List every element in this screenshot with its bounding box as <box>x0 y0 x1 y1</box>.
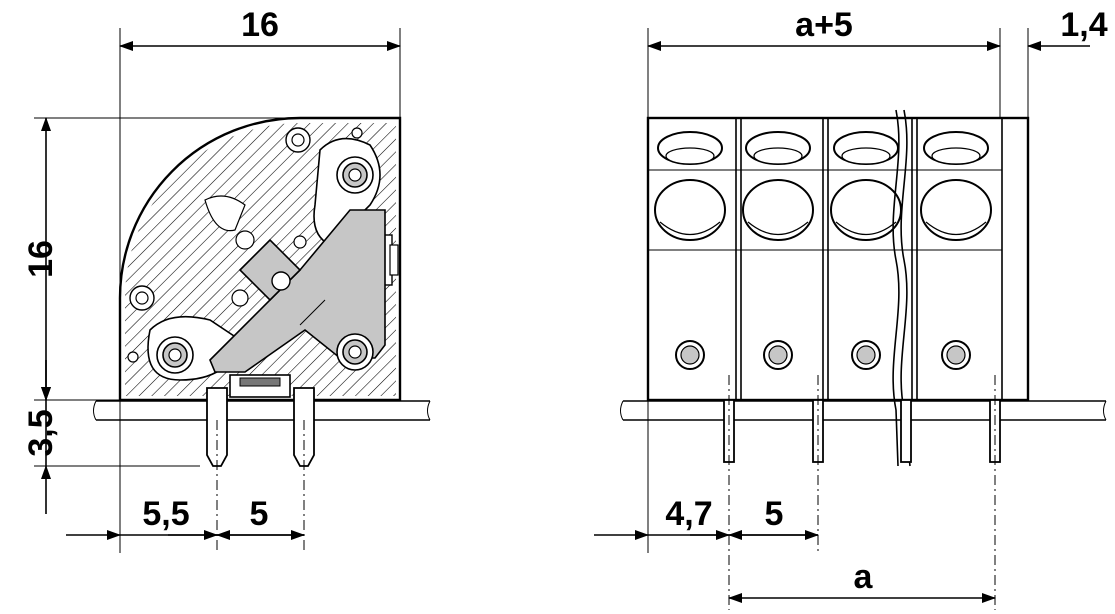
break-line <box>892 109 911 467</box>
first-pin-offset-label: 5,5 <box>142 495 189 533</box>
pin-length-label: 3,5 <box>22 409 60 456</box>
front-pins <box>723 399 1001 463</box>
terminal-module-1 <box>654 131 726 370</box>
pin-length-dimension: 3,5 <box>22 360 60 514</box>
side-height-label: 16 <box>22 240 60 278</box>
side-pin-pitch-label: 5 <box>250 495 269 533</box>
overall-width-dimension: a+5 <box>647 6 1001 51</box>
front-pcb-board <box>620 400 1107 421</box>
terminal-module-3 <box>830 131 902 370</box>
clamp-plate <box>209 209 386 373</box>
side-view: 16 16 3,5 5,5 5 <box>22 6 431 553</box>
bottom-latch-tab <box>239 377 281 387</box>
terminal-module-4 <box>920 131 992 370</box>
front-first-pin-offset-label: 4,7 <box>665 495 712 533</box>
front-pin-pitch-label: 5 <box>765 495 784 533</box>
side-width-label: 16 <box>241 6 279 44</box>
module-dividers <box>648 118 1003 400</box>
pin-span-dimension: a <box>728 558 996 603</box>
pin-span-label: a <box>854 558 874 596</box>
side-height-dimension: 16 <box>22 117 60 401</box>
end-gap-label: 1,4 <box>1060 6 1107 44</box>
end-gap-dimension: 1,4 <box>1027 6 1108 51</box>
side-bottom-dimensions: 5,5 5 <box>66 495 305 540</box>
front-view: a+5 1,4 4,7 5 a <box>594 6 1108 610</box>
overall-width-label: a+5 <box>795 6 853 44</box>
front-center-lines <box>728 375 996 610</box>
side-width-dimension: 16 <box>119 6 401 51</box>
screw-lower-left <box>156 336 194 374</box>
front-bottom-dimensions: 4,7 5 <box>594 495 819 540</box>
screw-lower-right <box>336 333 374 371</box>
terminal-module-2 <box>742 131 814 370</box>
screw-upper <box>336 156 374 194</box>
pcb-board <box>93 400 431 421</box>
